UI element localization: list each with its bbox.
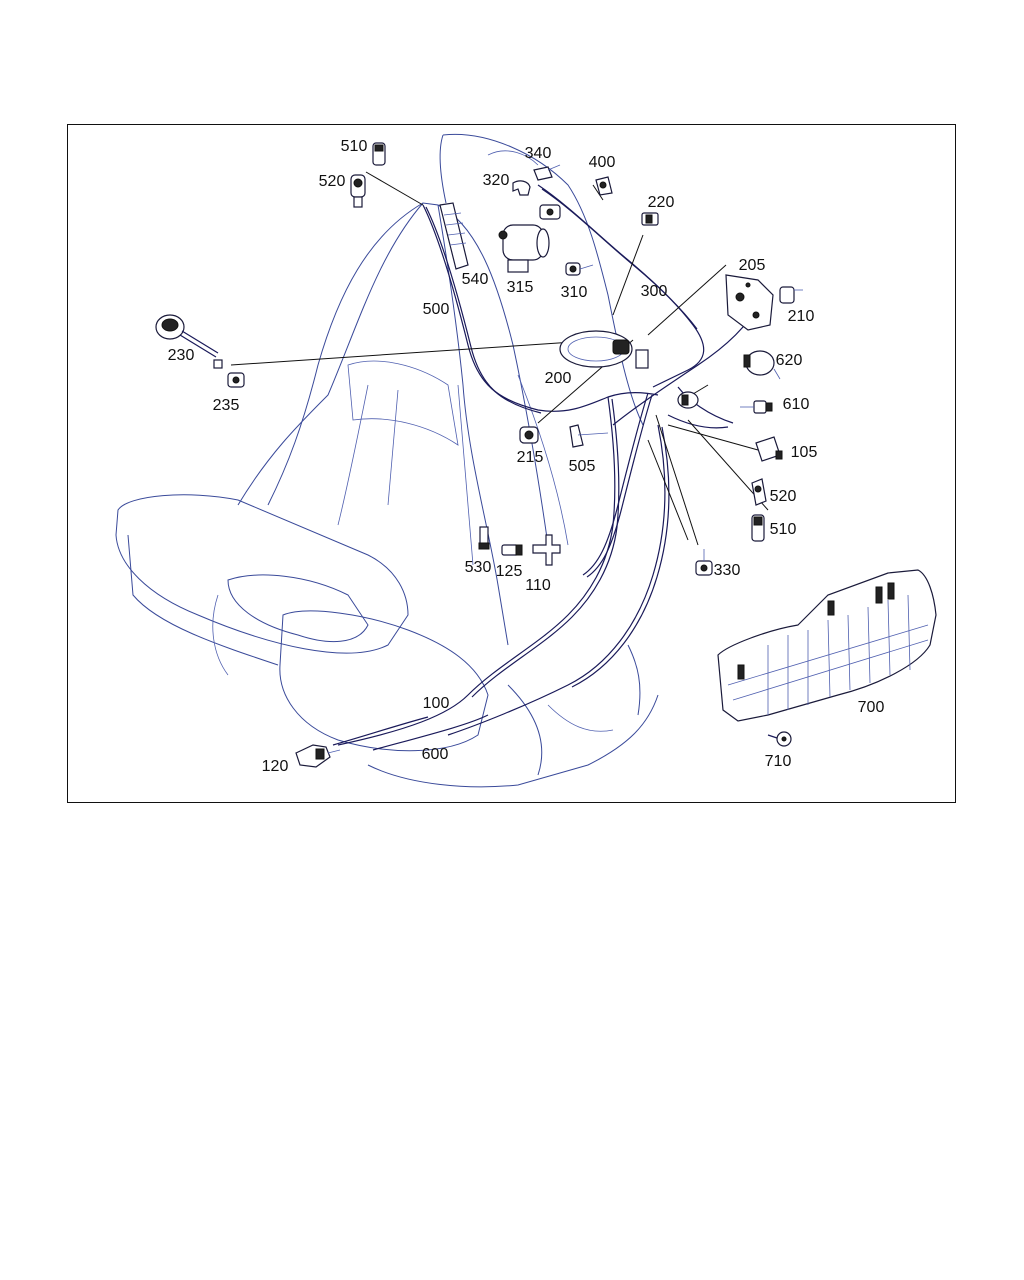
callout-320: 320 — [482, 172, 510, 189]
part-120 — [295, 744, 341, 768]
callout-235: 235 — [212, 397, 240, 414]
diagram-frame: 510 520 340 320 400 220 540 315 310 300 … — [67, 124, 956, 803]
part-505 — [569, 424, 609, 448]
part-235 — [227, 372, 245, 388]
callout-210: 210 — [787, 308, 815, 325]
callout-205: 205 — [738, 257, 766, 274]
part-530 — [478, 526, 490, 550]
callout-710: 710 — [764, 753, 792, 770]
part-610 — [740, 400, 773, 414]
callout-330: 330 — [713, 562, 741, 579]
callout-400: 400 — [588, 154, 616, 171]
callout-510: 510 — [340, 138, 368, 155]
seat-backrest — [237, 133, 644, 646]
part-540 — [439, 202, 469, 270]
part-320 — [512, 180, 531, 196]
callout-100: 100 — [422, 695, 450, 712]
callout-215: 215 — [516, 449, 544, 466]
part-215 — [519, 426, 539, 444]
part-300 — [539, 204, 561, 220]
callout-310: 310 — [560, 284, 588, 301]
part-125 — [501, 544, 523, 556]
callout-200: 200 — [544, 370, 572, 387]
callout-230: 230 — [167, 347, 195, 364]
part-400 — [595, 176, 613, 196]
callout-700: 700 — [857, 699, 885, 716]
callout-125: 125 — [495, 563, 523, 580]
callout-505: 505 — [568, 458, 596, 475]
callout-510-lower: 510 — [769, 521, 797, 538]
callout-620: 620 — [775, 352, 803, 369]
part-620-hose-part — [677, 391, 699, 409]
part-200 — [559, 330, 649, 369]
callout-520-lower: 520 — [769, 488, 797, 505]
callout-120: 120 — [261, 758, 289, 775]
part-340 — [533, 164, 561, 181]
seat-cushion — [115, 494, 659, 788]
part-330 — [695, 549, 713, 576]
parts-diagram — [115, 133, 937, 788]
callout-340: 340 — [524, 145, 552, 162]
callout-500: 500 — [422, 301, 450, 318]
callout-220: 220 — [647, 194, 675, 211]
part-230 — [155, 314, 223, 369]
part-620 — [743, 350, 781, 380]
callout-315: 315 — [506, 279, 534, 296]
callout-105: 105 — [790, 444, 818, 461]
part-205 — [725, 274, 774, 331]
part-210 — [779, 286, 803, 304]
callout-600: 600 — [421, 746, 449, 763]
callout-520: 520 — [318, 173, 346, 190]
part-510a — [372, 142, 386, 166]
callout-110: 110 — [525, 577, 551, 594]
callout-610: 610 — [782, 396, 810, 413]
part-520a — [350, 174, 366, 208]
callout-540: 540 — [461, 271, 489, 288]
part-310 — [565, 262, 594, 276]
part-220 — [641, 212, 659, 226]
hose-lines — [332, 184, 759, 751]
part-520b — [751, 478, 767, 506]
callout-530: 530 — [464, 559, 492, 576]
part-710 — [767, 731, 792, 747]
part-110 — [532, 534, 561, 566]
leader-lines — [230, 171, 769, 546]
callout-300: 300 — [640, 283, 668, 300]
part-105 — [755, 436, 783, 462]
part-700 — [717, 569, 937, 722]
part-510b — [751, 514, 765, 542]
part-315 — [498, 224, 550, 273]
